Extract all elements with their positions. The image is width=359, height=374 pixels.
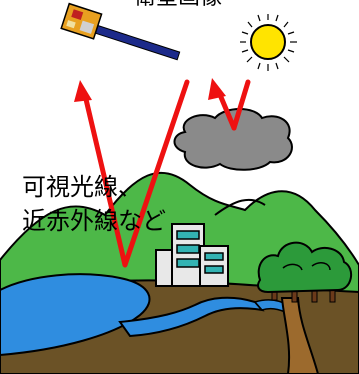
sun-icon [240, 14, 297, 71]
label-line-2: 近赤外線など [22, 207, 166, 235]
satellite-icon [60, 2, 181, 61]
tree-icon [257, 241, 353, 303]
road [280, 297, 320, 374]
building-icon [155, 223, 229, 287]
light-type-label: 可視光線、 近赤外線など [22, 170, 166, 238]
label-line-1: 可視光線、 [22, 173, 142, 201]
cloud-icon [173, 108, 293, 171]
satellite-image-caption: 衛星画像 [108, 0, 248, 10]
arrowheads [74, 78, 226, 102]
